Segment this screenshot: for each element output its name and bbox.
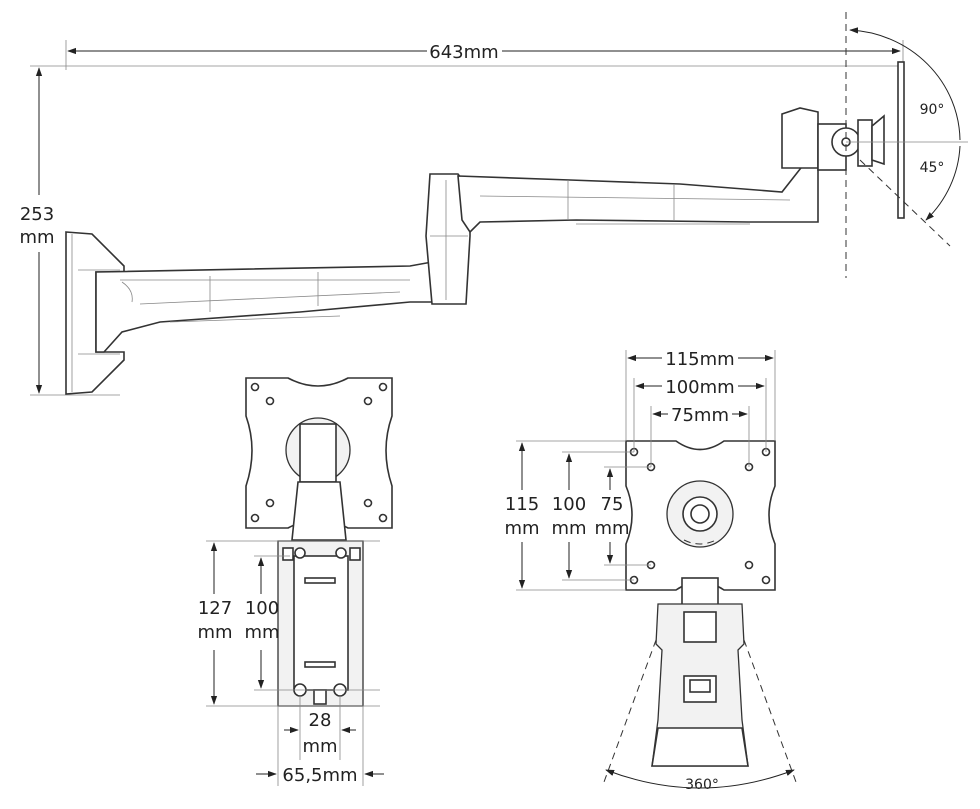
tilt-head	[781, 107, 819, 169]
tilt-down-label: 45°	[920, 160, 945, 176]
v100-value: 100	[552, 494, 586, 515]
width-65-label: 65,5mm	[282, 765, 357, 786]
v75-value: 75	[601, 494, 624, 515]
wallplate-100-value: 100	[245, 598, 279, 619]
height-value: 253	[20, 204, 54, 225]
height-unit: mm	[19, 227, 54, 248]
rotation-arc	[605, 769, 795, 789]
tilt-up-label: 90°	[920, 102, 945, 118]
vesa-75-label: 75mm	[671, 405, 729, 426]
tilt-up-arc	[849, 27, 961, 141]
v115-unit: mm	[504, 518, 539, 539]
wallplate-127-value: 127	[198, 598, 232, 619]
side-view: 643mm 253 mm	[19, 12, 968, 396]
tilt-down-arc	[925, 145, 961, 221]
front-view-wall-plate: 127 mm 100 mm 28 mm 65,5mm	[197, 377, 393, 786]
vesa-115-label: 115mm	[665, 349, 734, 370]
rear-view-vesa: 360° 115mm 100mm 75mm 115 mm	[504, 349, 797, 793]
lower-arm	[95, 261, 449, 353]
length-label: 643mm	[429, 42, 498, 63]
gap-28-unit: mm	[302, 736, 337, 757]
rotation-label: 360°	[685, 777, 719, 793]
v115-value: 115	[505, 494, 539, 515]
vesa-100-label: 100mm	[665, 377, 734, 398]
vesa-plate-side	[897, 61, 905, 219]
wallplate-100-unit: mm	[244, 622, 279, 643]
gap-28-value: 28	[309, 710, 332, 731]
v75-unit: mm	[594, 518, 629, 539]
v100-unit: mm	[551, 518, 586, 539]
wallplate-127-unit: mm	[197, 622, 232, 643]
